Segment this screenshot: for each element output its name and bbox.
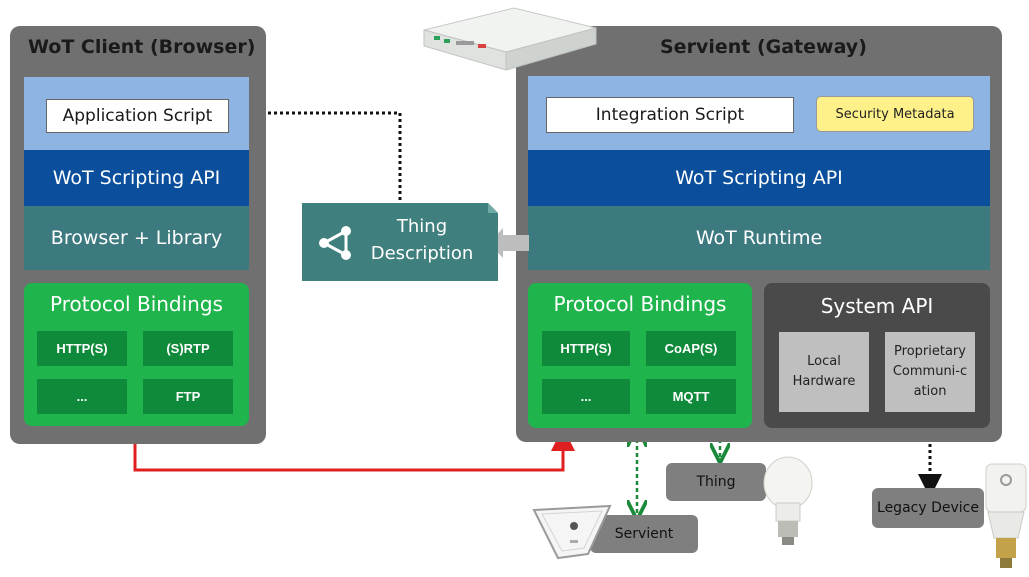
gateway-title: Servient (Gateway) [660,36,867,58]
td-arrow [489,228,529,258]
lightbulb-icon [763,456,813,545]
share-icon [319,226,351,260]
client-protocol-http: HTTP(S) [37,331,127,366]
client-gateway-protocol-link [133,427,575,472]
gateway-scripting-api: WoT Scripting API [528,150,990,206]
robot-vacuum-icon [532,504,612,560]
td-label: Thing Description [360,213,484,267]
legacy-device-label: Legacy Device [872,488,984,528]
local-hardware: Local Hardware [779,332,869,412]
thing-description: Thing Description [302,203,498,281]
gateway-protocol-coap: CoAP(S) [646,331,736,366]
browser-library: Browser + Library [24,206,249,270]
gateway-device-icon [423,7,597,71]
integration-script: Integration Script [546,97,794,133]
proprietary-communication: Proprietary Communi-cation [885,332,975,412]
smart-bulb-icon [985,463,1027,568]
client-title: WoT Client (Browser) [28,36,256,58]
gateway-protocol-http: HTTP(S) [542,331,630,366]
client-protocol-ftp: FTP [143,379,233,414]
security-metadata: Security Metadata [816,96,974,132]
client-protocol-srtp: (S)RTP [143,331,233,366]
gateway-protocol-bindings-title: Protocol Bindings [553,292,727,316]
system-api-title: System API [820,294,934,318]
application-script: Application Script [46,99,229,133]
client-protocol-bindings-title: Protocol Bindings [50,292,223,316]
td-to-app-script-link [234,101,402,200]
thing-label: Thing [666,463,766,501]
client-protocol-more: ... [37,379,127,414]
gateway-protocol-more: ... [542,379,630,414]
wot-runtime: WoT Runtime [528,206,990,270]
servient-label: Servient [590,515,698,553]
td-shape [302,203,498,281]
client-scripting-api: WoT Scripting API [24,150,249,206]
td-label-line1: Thing [396,216,448,237]
td-label-line2: Description [370,243,474,264]
gateway-protocol-mqtt: MQTT [646,379,736,414]
